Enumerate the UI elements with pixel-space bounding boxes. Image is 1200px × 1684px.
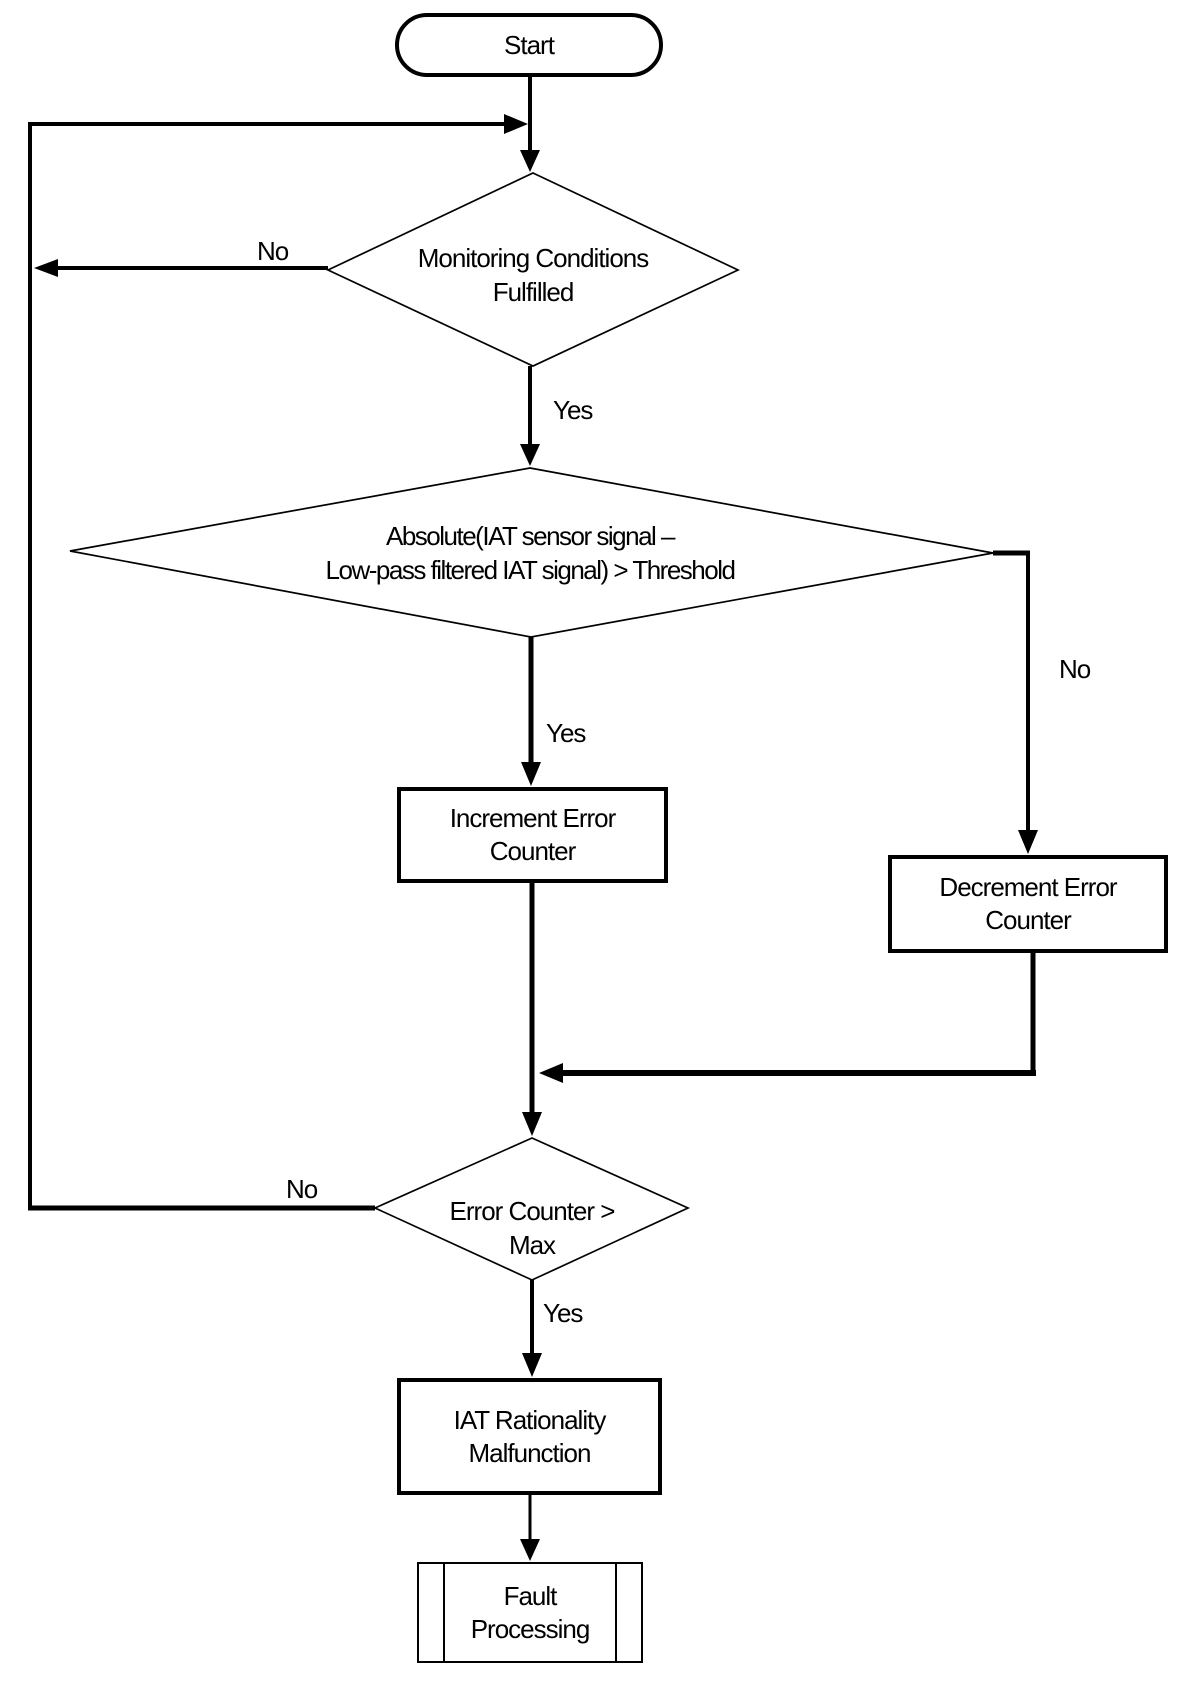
edge-label-monitoring-no: No [257,236,289,266]
decision-monitoring-line2: Fulfilled [492,277,575,307]
process-iat-rationality-malfunction: IAT Rationality Malfunction [397,1378,662,1495]
decision-errorcounter-line2: Max [508,1230,556,1260]
decision-absolute-shape [69,467,994,638]
arrowhead-down-icon [520,150,540,172]
edge-monitoring-no [34,259,328,277]
predefined-left-bar [443,1564,445,1661]
edge-absolute-yes [521,637,541,786]
arrowhead-down-icon [522,1112,542,1136]
start-label: Start [504,29,555,60]
arrowhead-right-icon [504,114,528,134]
edge-feedback-loop [28,114,528,1211]
edge-start-to-monitoring [520,77,540,172]
decision-absolute-line2: Low-pass filtered IAT signal) > Threshol… [325,555,736,585]
edge-monitoring-yes [520,366,540,466]
edge-increment-to-errorcounter [522,883,542,1136]
predefined-fault-processing: Fault Processing [417,1562,643,1663]
edge-malfunction-to-fault [520,1495,540,1561]
decrement-line2: Counter [985,905,1071,935]
arrowhead-left-icon [34,259,58,277]
edge-decrement-merge [539,953,1036,1083]
edge-errorcounter-yes [522,1280,542,1377]
start-terminator: Start [395,13,663,77]
decision-monitoring-text: Monitoring Conditions Fulfilled [358,241,708,309]
edge-label-errorcounter-yes: Yes [543,1298,583,1328]
malfunction-line1: IAT Rationality [453,1404,607,1435]
decrement-line1: Decrement Error [939,872,1117,902]
fault-line1: Fault [503,1580,558,1611]
process-increment-error-counter: Increment Error Counter [397,787,668,883]
arrowhead-down-icon [522,1353,542,1377]
edge-label-absolute-yes: Yes [546,718,586,748]
increment-line1: Increment Error [449,803,617,833]
malfunction-line2: Malfunction [468,1437,592,1468]
decision-errorcounter-line1: Error Counter > [449,1196,616,1226]
fault-line2: Processing [470,1613,591,1644]
edge-label-monitoring-yes: Yes [553,395,593,425]
decision-absolute-text: Absolute(IAT sensor signal – Low-pass fi… [230,519,830,587]
process-decrement-error-counter: Decrement Error Counter [888,855,1168,953]
edge-label-errorcounter-no: No [286,1174,318,1204]
arrowhead-left-icon [539,1063,563,1083]
arrowhead-down-icon [520,444,540,466]
arrowhead-down-icon [1018,830,1038,854]
decision-errorcounter-text: Error Counter > Max [382,1194,682,1262]
edge-absolute-no [993,550,1038,854]
edge-label-absolute-no: No [1059,654,1091,684]
decision-monitoring-line1: Monitoring Conditions [417,243,649,273]
increment-line2: Counter [489,836,576,866]
decision-errorcounter-shape [372,1137,691,1281]
arrowhead-down-icon [520,1539,540,1561]
decision-absolute-line1: Absolute(IAT sensor signal – [386,521,676,551]
arrowhead-down-icon [521,762,541,786]
predefined-right-bar [615,1564,617,1661]
decision-monitoring-shape [326,172,740,367]
